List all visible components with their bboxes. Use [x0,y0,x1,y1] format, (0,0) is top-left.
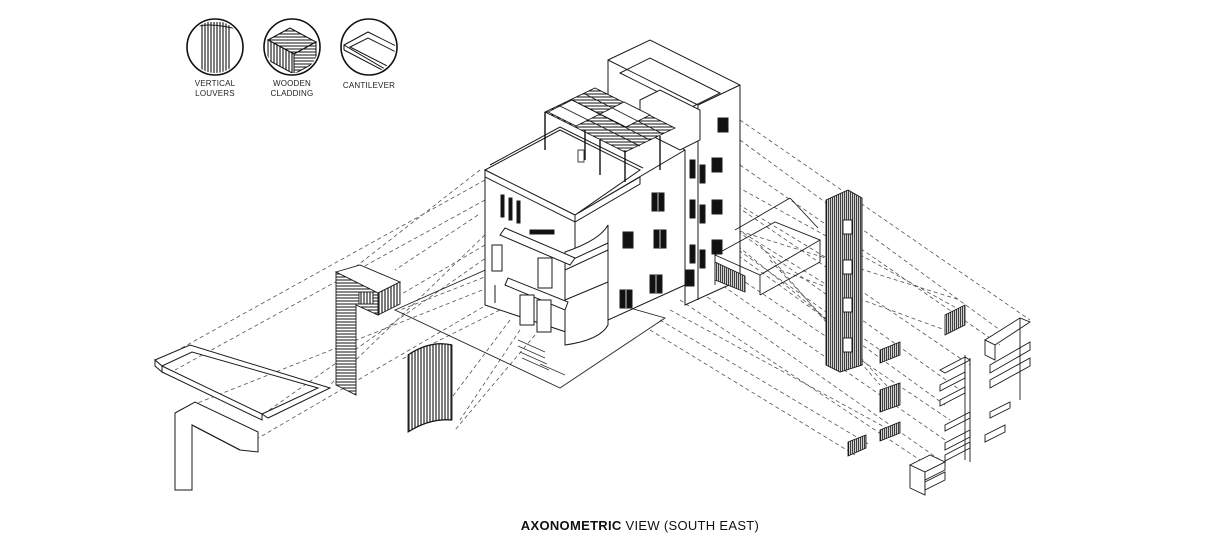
legend-louvers-icon [186,18,244,76]
curved-louver-element [407,343,453,433]
right-frame [964,318,1021,462]
louver-panels [847,304,966,457]
entrance-steps [517,339,566,376]
legend-label-louvers: VERTICAL LOUVERS [194,79,236,98]
site-boundary [393,267,667,389]
diagram-caption: AXONOMETRIC VIEW (SOUTH EAST) [0,518,1220,533]
main-building [483,126,686,346]
wooden-cladding-panel [334,264,402,396]
legend-cantilever-icon [340,18,398,76]
legend-label-cantilever: CANTILEVER [342,81,396,90]
legend-label-cladding: WOODEN CLADDING [270,79,314,98]
tall-screen-element [825,189,863,373]
legend-cladding-icon [263,18,321,76]
caption-bold: AXONOMETRIC [520,518,622,533]
l-frame-element [174,401,259,491]
side-annex [713,197,822,296]
cantilever-slab [154,344,332,421]
roof-pergola [544,87,676,182]
caption-rest: VIEW (SOUTH EAST) [621,518,760,533]
